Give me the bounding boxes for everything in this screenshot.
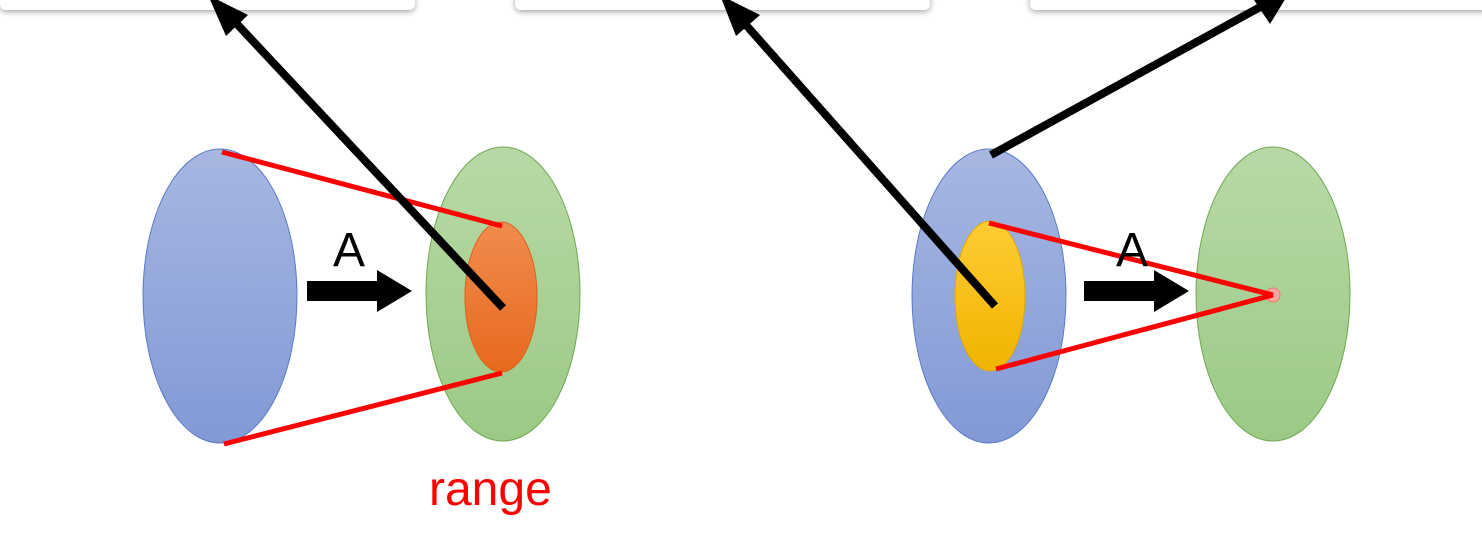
pointer-arrow-left (721, 0, 998, 309)
mapping-line-bottom (223, 370, 503, 447)
range-ellipse (464, 221, 538, 373)
map-label: A (1116, 224, 1148, 277)
mapping-line-top (221, 149, 503, 229)
mapping-line-top (988, 220, 1274, 298)
left-panel: A range (142, 0, 581, 516)
mapping-line-bottom (995, 292, 1274, 372)
map-label: A (333, 224, 365, 277)
top-edge-boxes (0, 0, 1482, 10)
map-arrow (1084, 270, 1189, 312)
range-caption: range (429, 463, 552, 516)
pointer-arrow (210, 0, 506, 311)
pointer-arrow-right (989, 0, 1285, 159)
right-panel: A (721, 0, 1351, 444)
domain-ellipse (142, 148, 298, 444)
map-arrow (307, 270, 412, 312)
